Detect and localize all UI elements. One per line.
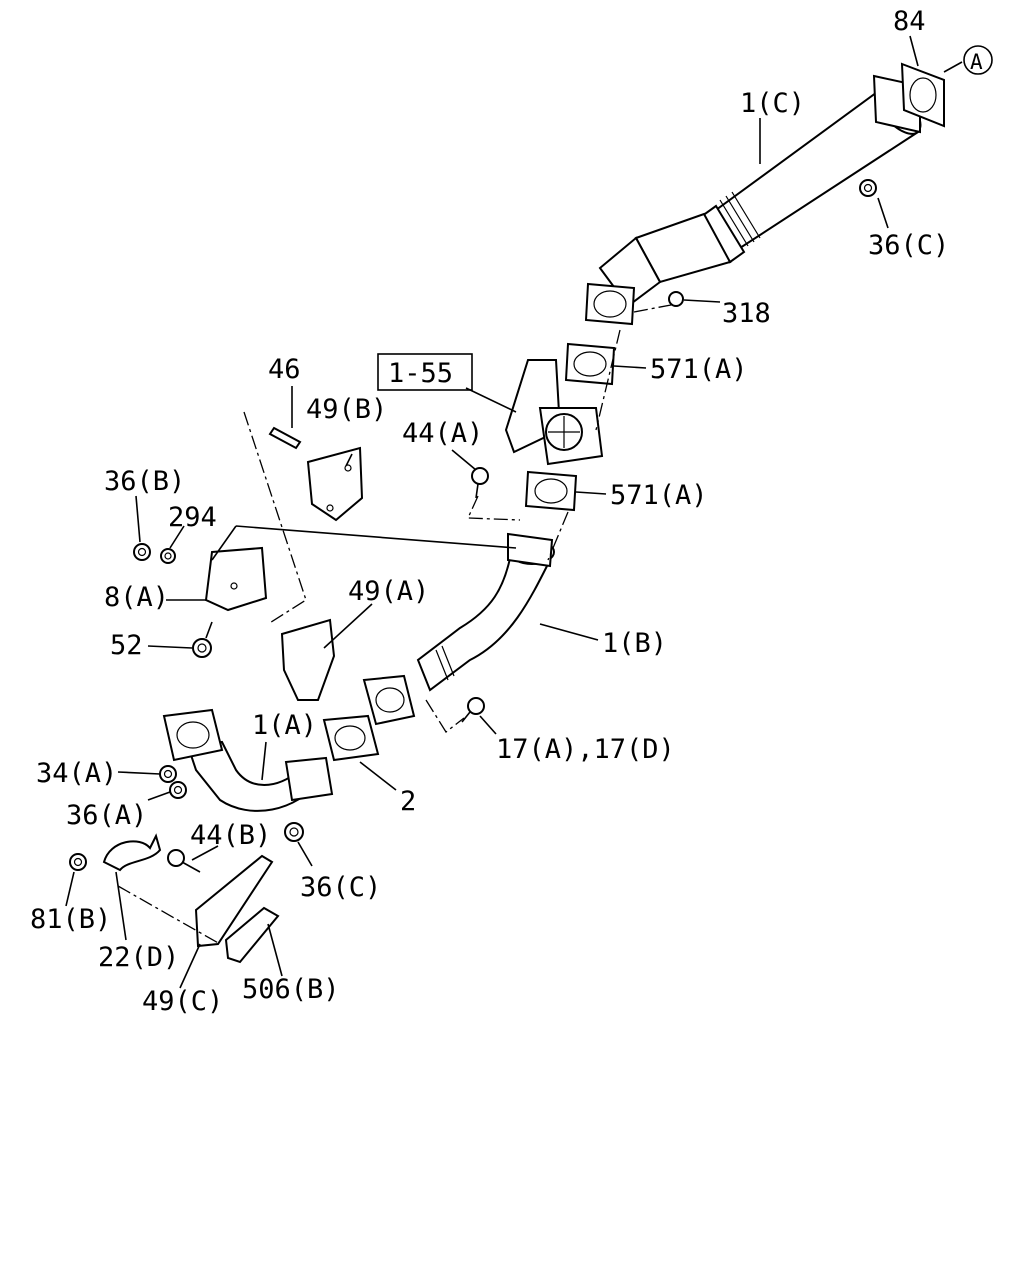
leader-lines: [65, 35, 963, 989]
label-506b: 506(B): [242, 974, 340, 1005]
bracket-49b: [306, 446, 364, 522]
exhaust-brake-valve-1-55: [504, 359, 604, 466]
centerline-3: [547, 511, 569, 561]
ref-a-circle: [963, 45, 993, 75]
centerline-2: [595, 329, 621, 431]
rear-exhaust-pipe-1c: [598, 74, 922, 308]
nut-36b: [133, 543, 151, 561]
gasket-34a: [159, 765, 177, 783]
label-49c: 49(C): [142, 986, 223, 1017]
bracket-49a: [280, 618, 336, 701]
bracket-506b: [224, 906, 280, 964]
label-294: 294: [168, 502, 217, 533]
bracket-49c: [194, 854, 274, 948]
nut-81b: [69, 853, 87, 871]
label-571a-bottom: 571(A): [610, 480, 708, 511]
gasket-2: [322, 714, 380, 762]
label-36c-top: 36(C): [868, 230, 949, 261]
label-1c: 1(C): [740, 88, 805, 119]
bolt-44b: [167, 849, 201, 873]
label-ref-a: A: [970, 50, 983, 74]
nut-52: [192, 638, 212, 658]
centerline-4: [467, 495, 521, 521]
label-84: 84: [893, 6, 926, 37]
label-8a: 8(A): [104, 582, 169, 613]
middle-exhaust-pipe-1b: [416, 532, 555, 692]
tie-line-8a: [211, 525, 517, 561]
bracket-8a: [204, 546, 268, 612]
label-318: 318: [722, 298, 771, 329]
label-36a: 36(A): [66, 800, 147, 831]
bolt-44a: [471, 467, 489, 499]
label-2: 2: [400, 786, 416, 817]
label-1a: 1(A): [252, 710, 317, 741]
centerline-6: [243, 411, 307, 625]
flange-1b-lower: [362, 674, 416, 726]
gasket-571a-top: [564, 342, 616, 386]
nut-36c-bottom: [284, 822, 304, 842]
label-36b: 36(B): [104, 466, 185, 497]
label-36c-bottom: 36(C): [300, 872, 381, 903]
label-1-55: 1-55: [388, 358, 453, 389]
label-52: 52: [110, 630, 143, 661]
front-exhaust-pipe-1a: [162, 708, 334, 812]
label-34a: 34(A): [36, 758, 117, 789]
label-81b: 81(B): [30, 904, 111, 935]
label-44a: 44(A): [402, 418, 483, 449]
ref-box-1-55: [377, 353, 473, 391]
label-17a-17d: 17(A),17(D): [496, 734, 675, 765]
clamp-22d: [102, 833, 162, 872]
stud-46: [268, 426, 302, 450]
label-49a: 49(A): [348, 576, 429, 607]
washer-294: [160, 548, 176, 564]
label-1b: 1(B): [602, 628, 667, 659]
gasket-84: [900, 62, 945, 128]
gasket-571a-bottom: [524, 470, 578, 512]
nut-36c-top: [859, 179, 877, 197]
flange-gasket-318: [584, 282, 684, 326]
centerline-1: [633, 303, 677, 313]
centerline-5: [425, 699, 465, 733]
label-49b: 49(B): [306, 394, 387, 425]
bolt-17: [461, 697, 485, 723]
label-22d: 22(D): [98, 942, 179, 973]
label-571a-top: 571(A): [650, 354, 748, 385]
label-46: 46: [268, 354, 301, 385]
centerline-7: [117, 885, 221, 945]
nut-36a: [169, 781, 187, 799]
label-44b: 44(B): [190, 820, 271, 851]
